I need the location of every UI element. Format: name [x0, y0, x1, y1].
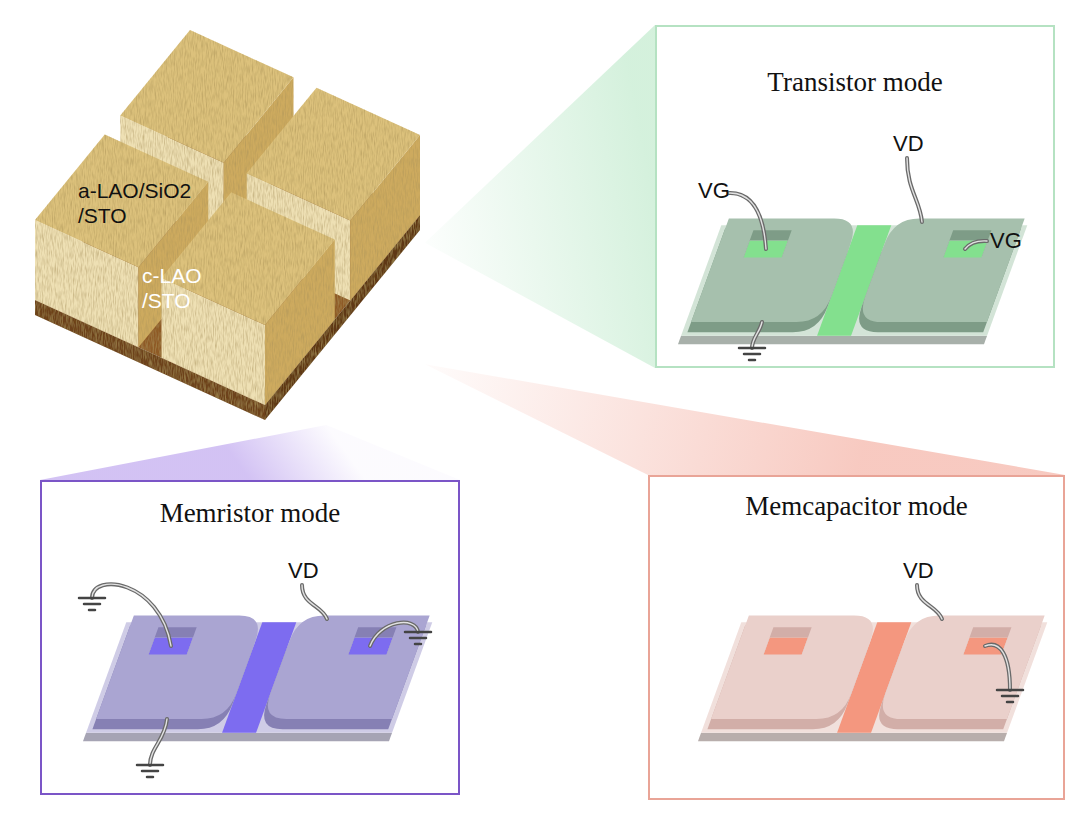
mode-panel: Memristor mode	[40, 480, 460, 795]
device-memcapacitor	[698, 615, 1050, 741]
region-label: a-LAO/SiO2 /STO	[78, 178, 203, 228]
panel-background	[40, 480, 460, 795]
probe-wire	[92, 584, 418, 765]
ground-symbol	[79, 598, 105, 610]
afm-topography	[35, 30, 420, 420]
device-memristor	[83, 615, 435, 741]
signal-label: VG	[990, 228, 1022, 254]
probe-wire	[729, 158, 987, 348]
signal-label: VD	[893, 131, 924, 157]
block-top	[35, 135, 208, 268]
panel-background	[655, 25, 1055, 368]
probe-wire	[917, 585, 1010, 690]
ground-symbol	[137, 765, 163, 777]
projection-wedge	[425, 364, 1065, 475]
ground-symbol	[739, 348, 765, 360]
block-top	[247, 88, 420, 221]
panel-title: Memcapacitor mode	[650, 491, 1063, 522]
panel-title: Memristor mode	[42, 498, 458, 529]
signal-label: VD	[903, 558, 934, 584]
panel-background	[648, 475, 1065, 800]
mode-panel: Memcapacitor mode	[648, 475, 1065, 800]
signal-label: VD	[288, 558, 319, 584]
ground-symbol	[997, 690, 1023, 702]
projection-wedge	[425, 25, 655, 368]
afm-image: a-LAO/SiO2 /STO c-LAO /STO	[30, 20, 425, 425]
projection-wedge	[40, 425, 460, 480]
device-transistor	[678, 218, 1030, 344]
signal-label: VG	[698, 178, 730, 204]
block-top	[120, 30, 293, 163]
region-label: c-LAO /STO	[142, 263, 222, 313]
ground-symbol	[405, 632, 431, 644]
panel-title: Transistor mode	[657, 67, 1053, 98]
